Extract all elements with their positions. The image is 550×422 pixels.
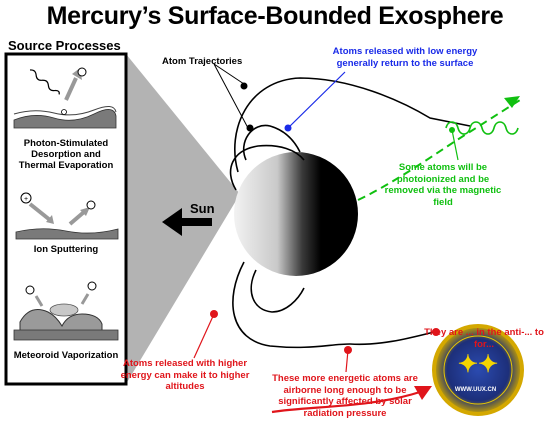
blue-leader xyxy=(287,71,346,129)
low-energy-annotation: Atoms released with low energy generally… xyxy=(332,46,478,69)
process-label-meteoroid: Meteoroid Vaporization xyxy=(13,350,119,361)
sun-direction-arrow xyxy=(162,208,212,236)
watermark-logo: ✦✦ xyxy=(432,324,524,416)
green-dashed-trajectory xyxy=(357,99,521,201)
blue-dot xyxy=(284,124,292,132)
airborne-annotation: These more energetic atoms are airborne … xyxy=(272,373,418,419)
trajectory-dot xyxy=(246,124,254,132)
photoionized-annotation: Some atoms will be photoionized and be r… xyxy=(384,162,502,208)
green-dot xyxy=(449,127,455,133)
ion-sputtering-illustration: + xyxy=(15,192,119,240)
photon-desorption-illustration xyxy=(13,67,117,129)
higher-energy-annotation: Atoms released with higher energy can ma… xyxy=(120,358,250,392)
meteoroid-vaporization-illustration xyxy=(13,281,119,341)
atom-trajectories xyxy=(229,77,471,349)
process-label-photon: Photon-Stimulated Desorption and Thermal… xyxy=(18,138,114,171)
atom-trajectories-leader xyxy=(213,63,249,129)
page-title: Mercury’s Surface-Bounded Exosphere xyxy=(46,2,504,30)
red-arrow xyxy=(271,390,421,414)
green-helix xyxy=(445,121,519,135)
green-arrowhead xyxy=(504,96,520,108)
red-dot-1 xyxy=(210,310,218,318)
source-processes-heading: Source Processes xyxy=(8,38,121,53)
partial-annotation: They are ... in the anti-... to for... xyxy=(424,327,544,350)
svg-text:✦✦: ✦✦ xyxy=(458,351,498,378)
mercury-planet xyxy=(234,152,358,276)
sun-label: Sun xyxy=(190,201,215,216)
process-label-ion: Ion Sputtering xyxy=(33,244,99,255)
green-leader xyxy=(451,129,459,161)
red-leader-1 xyxy=(193,313,215,359)
trajectory-dot xyxy=(240,82,248,90)
atom-trajectories-label: Atom Trajectories xyxy=(162,56,243,67)
red-dot-2 xyxy=(344,346,352,354)
red-arrowhead xyxy=(414,386,432,400)
red-dot-3 xyxy=(432,328,440,336)
svg-text:+: + xyxy=(24,196,28,203)
watermark-url: WWW.UUX.CN xyxy=(454,387,497,393)
